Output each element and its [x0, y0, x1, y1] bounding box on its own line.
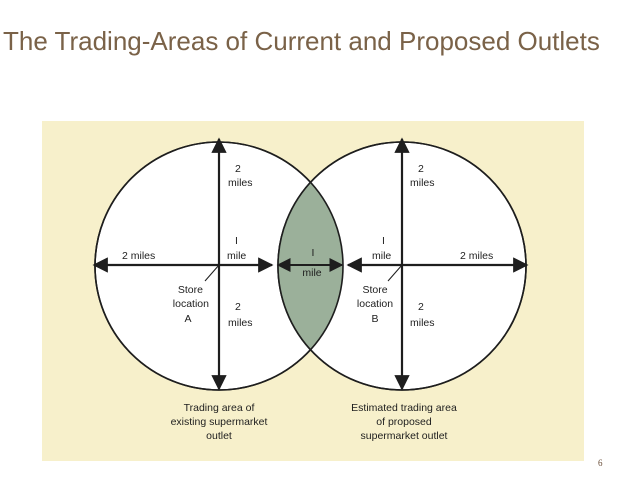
store-b-caption-line1: Estimated trading area — [351, 402, 457, 414]
store-a-up-unit: miles — [228, 177, 253, 189]
store-b-caption-line2: of proposed — [376, 416, 432, 428]
store-b-up-value: 2 — [418, 163, 424, 175]
store-a-label-line2: location — [173, 298, 209, 310]
store-b-label-line1: Store — [362, 284, 387, 296]
slide-title: The Trading-Areas of Current and Propose… — [3, 26, 600, 56]
diagram-panel: 2 miles 2 miles I mile 2 miles Store loc… — [42, 121, 584, 461]
overlap-unit: mile — [302, 267, 321, 279]
store-a-down-unit: miles — [228, 317, 253, 329]
store-b-left-value: I — [382, 235, 385, 247]
store-a-right-value: I — [235, 235, 238, 247]
store-b-pointer — [387, 264, 403, 282]
store-b-down-unit: miles — [410, 317, 435, 329]
store-a-pointer — [204, 264, 220, 282]
trading-area-diagram: 2 miles 2 miles I mile 2 miles Store loc… — [92, 137, 529, 442]
store-b-up-unit: miles — [410, 177, 435, 189]
store-a-label-line3: A — [184, 313, 191, 325]
store-a-caption-line1: Trading area of — [184, 402, 255, 414]
store-b-down-value: 2 — [418, 301, 424, 313]
overlap-value: I — [312, 247, 315, 259]
store-a-caption-line2: existing supermarket — [171, 416, 268, 428]
store-b-left-unit: mile — [372, 250, 391, 262]
store-a-down-value: 2 — [235, 301, 241, 313]
store-a-up-value: 2 — [235, 163, 241, 175]
store-b-label-line3: B — [371, 313, 378, 325]
store-a-right-unit: mile — [227, 250, 246, 262]
store-a-left-label: 2 miles — [122, 250, 155, 262]
store-b-caption-line3: supermarket outlet — [361, 430, 448, 442]
store-b-label-line2: location — [357, 298, 393, 310]
page-number: 6 — [598, 458, 603, 468]
store-a-label-line1: Store — [178, 284, 203, 296]
store-a-caption-line3: outlet — [206, 430, 232, 442]
store-b-right-label: 2 miles — [460, 250, 493, 262]
